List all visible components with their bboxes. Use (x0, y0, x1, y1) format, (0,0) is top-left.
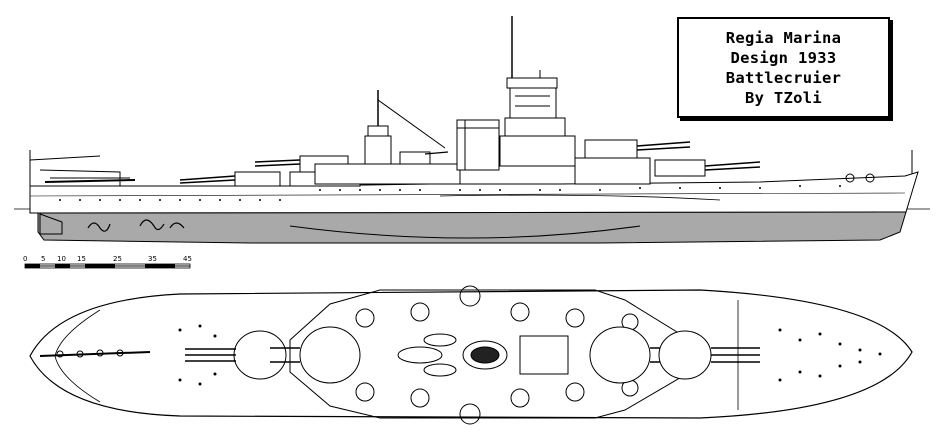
upper-hull (29, 171, 919, 214)
plan-forward-turret-1 (589, 326, 680, 384)
bulge-line (289, 225, 641, 239)
scale-tick-label: 5 (41, 255, 45, 263)
lower-hull (37, 211, 907, 244)
secondary-mounts (355, 285, 639, 425)
forward-turret-1 (574, 139, 691, 185)
title-line-navy: Regia Marina (725, 28, 842, 47)
side-profile (14, 16, 930, 244)
scale-tick-label: 25 (113, 255, 122, 263)
propeller-marks (87, 219, 185, 232)
title-line-type: Battlecruier (725, 68, 842, 87)
deck-fittings (178, 324, 882, 386)
aft-turret-1 (179, 171, 281, 187)
scale-tick-label: 45 (183, 255, 192, 263)
forward-turret-2 (654, 159, 761, 177)
superstructure-aft (314, 163, 461, 185)
deck-line (29, 192, 906, 197)
funnel (456, 119, 500, 171)
catapult (44, 179, 136, 183)
scale-tick-label: 15 (77, 255, 86, 263)
plan-aft-turret-2 (270, 326, 361, 384)
aft-mast (364, 90, 446, 167)
title-box: Regia Marina Design 1933 Battlecruier By… (677, 17, 890, 118)
tower-plan (519, 335, 569, 375)
main-tower (499, 16, 576, 167)
belt-line (439, 194, 721, 201)
stern-crane (29, 150, 130, 186)
scale-bar: 0 5 10 15 25 35 45 (23, 255, 192, 269)
title-line-design: Design 1933 (730, 48, 837, 67)
scale-tick-label: 35 (148, 255, 157, 263)
plan-aft-turret-1 (185, 330, 287, 380)
title-line-author: By TZoli (744, 88, 823, 107)
plan-view (29, 285, 913, 425)
rudder (39, 213, 63, 235)
scale-tick-label: 10 (57, 255, 66, 263)
portholes (59, 185, 841, 201)
scale-tick-label: 0 (23, 255, 27, 263)
stern-catapult (39, 349, 151, 358)
boat-nest (397, 333, 457, 377)
anchor (845, 173, 855, 183)
citadel-outline (289, 289, 691, 419)
plan-forward-turret-2 (658, 330, 760, 380)
